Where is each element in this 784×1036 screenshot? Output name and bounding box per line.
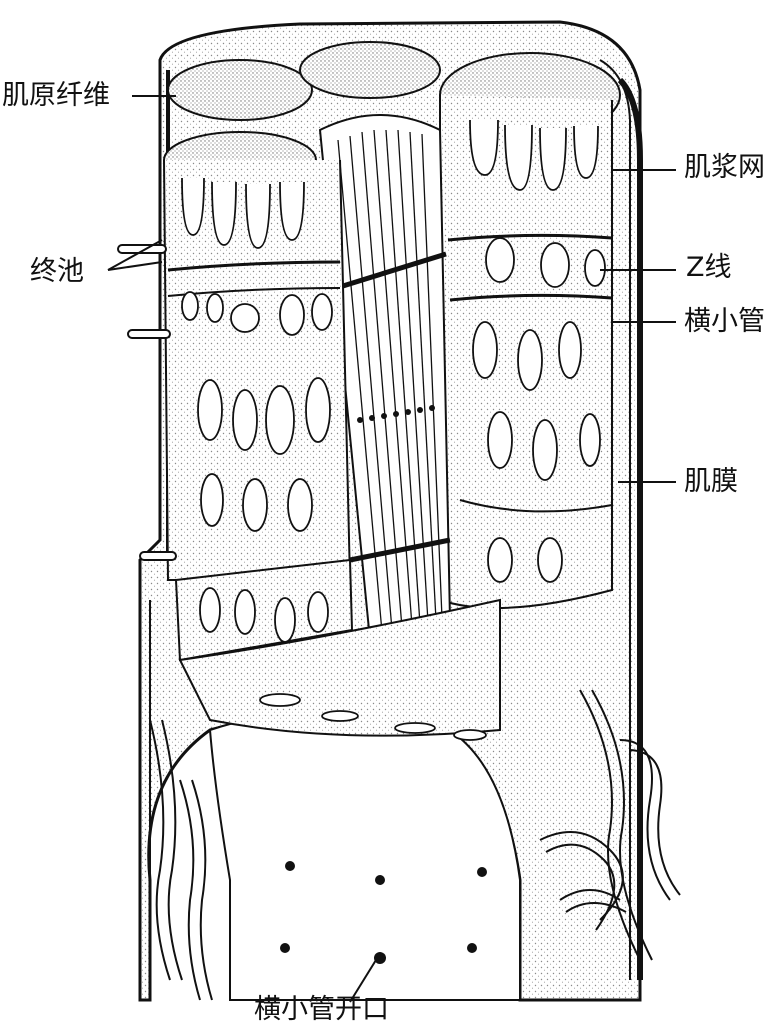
label-sarcolemma: 肌膜 — [684, 466, 738, 497]
fiber-lower-surface — [208, 709, 521, 1001]
label-terminal-cisterna: 终池 — [30, 256, 84, 287]
myofibril-top — [167, 59, 313, 121]
label-myofibril: 肌原纤维 — [2, 80, 110, 111]
myofibril-top — [299, 41, 441, 99]
capillaries — [149, 689, 681, 1001]
leader-lines — [107, 95, 676, 1003]
label-sarcoplasmic-reticulum: 肌浆网 — [684, 152, 765, 183]
myofibril-left-front — [163, 131, 501, 741]
label-t-tubule: 横小管 — [684, 306, 765, 337]
myofibril-right — [439, 95, 613, 609]
label-t-tubule-opening: 横小管开口 — [254, 994, 389, 1025]
t-tubule-stubs — [117, 244, 177, 561]
myofibril-central — [318, 114, 452, 642]
label-z-line: Z线 — [686, 252, 732, 283]
